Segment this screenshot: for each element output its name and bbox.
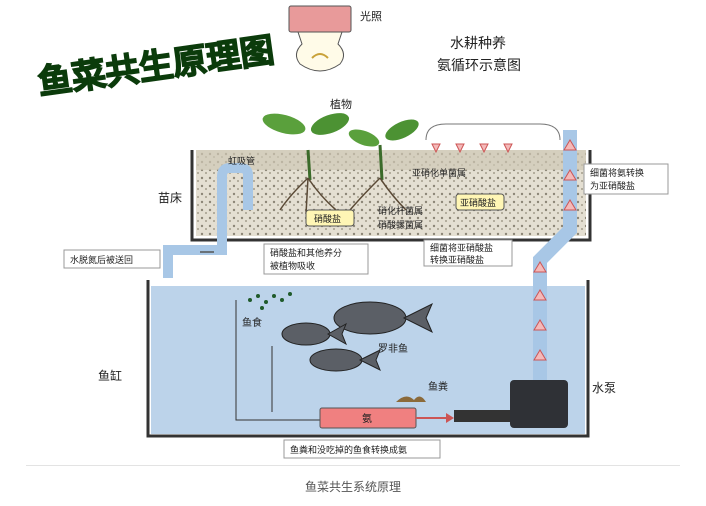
light-bulb-icon [288,5,352,72]
nitrate-absorbed-line2: 被植物吸收 [270,260,315,272]
nitrate-box [305,209,355,227]
water-return-label: 水脱氮后被送回 [70,254,133,266]
food-leader-line [235,300,320,421]
drip-arrows [431,143,513,154]
fish-waste-label: 鱼粪 [428,380,448,393]
ammonia-arrow-head [446,413,454,423]
banner-title: 鱼菜共生原理图 [35,30,276,103]
siphon-label: 虹吸管 [228,155,255,167]
nitrobacter-label: 硝化杆菌属 [378,205,423,217]
nitrate-absorbed-line1: 硝酸盐和其他养分 [270,247,342,259]
bacteria-ammonia-line2: 为亚硝酸盐 [590,180,635,192]
tilapia-label: 罗非鱼 [378,342,408,355]
light-label: 光照 [360,9,382,23]
waste-note-label: 鱼粪和没吃掉的鱼食转换成氨 [290,444,407,456]
water-return-box [63,249,161,269]
plants-label: 植物 [330,97,352,111]
caption-divider [26,465,680,466]
nitrite-bacteria-label: 亚硝化单菌属 [412,167,466,179]
pump-icon [510,380,568,428]
fish-food-label: 鱼食 [242,316,262,329]
nitrate-absorbed-box [263,243,369,275]
diagram-title-line2: 氨循环示意图 [437,57,521,74]
plant-left [262,113,350,215]
ammonia-label: 氨 [362,412,372,425]
nitrospira-label: 硝酸螺菌属 [378,219,423,231]
nitrite-bacteria-box: 亚硝化单菌属 [412,167,466,179]
tilapia-fish [281,301,433,372]
bacteria-ammonia-box [583,163,669,195]
sprinkler-pipe [425,123,561,141]
fish-tank-label: 鱼缸 [98,368,122,383]
waste-note-box [283,439,441,459]
bacteria-ammonia-line1: 细菌将氨转换 [590,167,644,179]
diagram-title-line1: 水耕种养 [450,35,506,52]
fish-food-particles [248,292,292,310]
bacteria-nitrite-box [423,239,513,267]
nitrate-label: 硝酸盐 [314,213,341,225]
figure-caption: 鱼菜共生系统原理 [304,480,401,494]
pipe-up-arrows [533,139,577,361]
nitrite-label: 亚硝酸盐 [460,197,496,209]
aquaponics-diagram: 鱼菜共生原理图 光照 水耕种养 氨循环示意图 植物 苗床 虹吸管 亚硝化单菌属 … [35,5,669,459]
bacteria-nitrite-line2: 转换亚硝酸盐 [430,254,484,266]
siphon-pipe [163,163,253,278]
plant-right [348,119,419,211]
bacteria-nitrite-line1: 细菌将亚硝酸盐 [430,242,493,254]
fish-waste [396,396,426,402]
pump-intake [454,410,510,422]
banner: 鱼菜共生原理图 [35,30,278,104]
nitrite-box [455,193,505,211]
seedbed-label: 苗床 [158,191,182,205]
pump-label: 水泵 [592,381,616,395]
